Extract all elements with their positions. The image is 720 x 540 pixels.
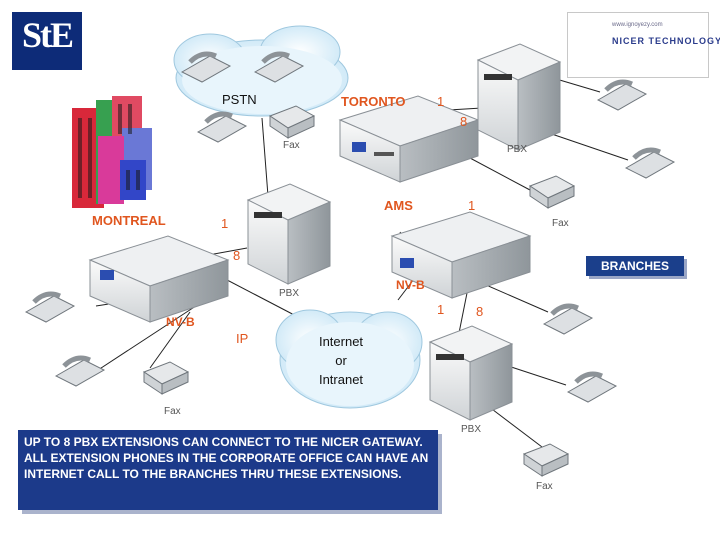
toronto-label: TORONTO: [341, 94, 406, 109]
toronto-port-1: 1: [437, 94, 444, 109]
ams-port-1: 1: [468, 198, 475, 213]
nvb-port-8: 8: [476, 304, 483, 319]
pbx-montreal-label: PBX: [279, 288, 299, 299]
internet-line-3: Intranet: [296, 370, 386, 389]
fax-right-label: Fax: [552, 218, 569, 229]
internet-line-1: Internet: [296, 332, 386, 351]
pstn-label: PSTN: [222, 92, 257, 107]
pbx-toronto-label: PBX: [507, 144, 527, 155]
montreal-port-8: 8: [233, 248, 240, 263]
gateway-montreal: [90, 236, 228, 322]
building-icon: [72, 96, 152, 208]
brand-name: NICER TECHNOLOGY: [612, 36, 720, 46]
company-logo-text: StE: [12, 14, 82, 56]
montreal-port-1: 1: [221, 216, 228, 231]
fax-top-label: Fax: [283, 140, 300, 151]
nvb-right-label: NV-B: [396, 278, 425, 292]
pbx-toronto-icon: [478, 44, 560, 150]
internet-line-2: or: [296, 351, 386, 370]
brand-url: www.ignoyezy.com: [612, 22, 663, 28]
nvb-port-1: 1: [437, 302, 444, 317]
montreal-label: MONTREAL: [92, 213, 166, 228]
toronto-port-8: 8: [460, 114, 467, 129]
note-text: UP TO 8 PBX EXTENSIONS CAN CONNECT TO TH…: [24, 434, 436, 482]
pbx-branch-label: PBX: [461, 424, 481, 435]
ip-label: IP: [236, 331, 248, 346]
fax-branch-label: Fax: [536, 481, 553, 492]
branches-label: BRANCHES: [586, 256, 684, 276]
fax-left-label: Fax: [164, 406, 181, 417]
pbx-montreal-icon: [248, 184, 330, 284]
pbx-branch-icon: [430, 326, 512, 420]
nvb-left-label: NV-B: [166, 315, 195, 329]
ams-label: AMS: [384, 198, 413, 213]
internet-label: Internet or Intranet: [296, 332, 386, 389]
